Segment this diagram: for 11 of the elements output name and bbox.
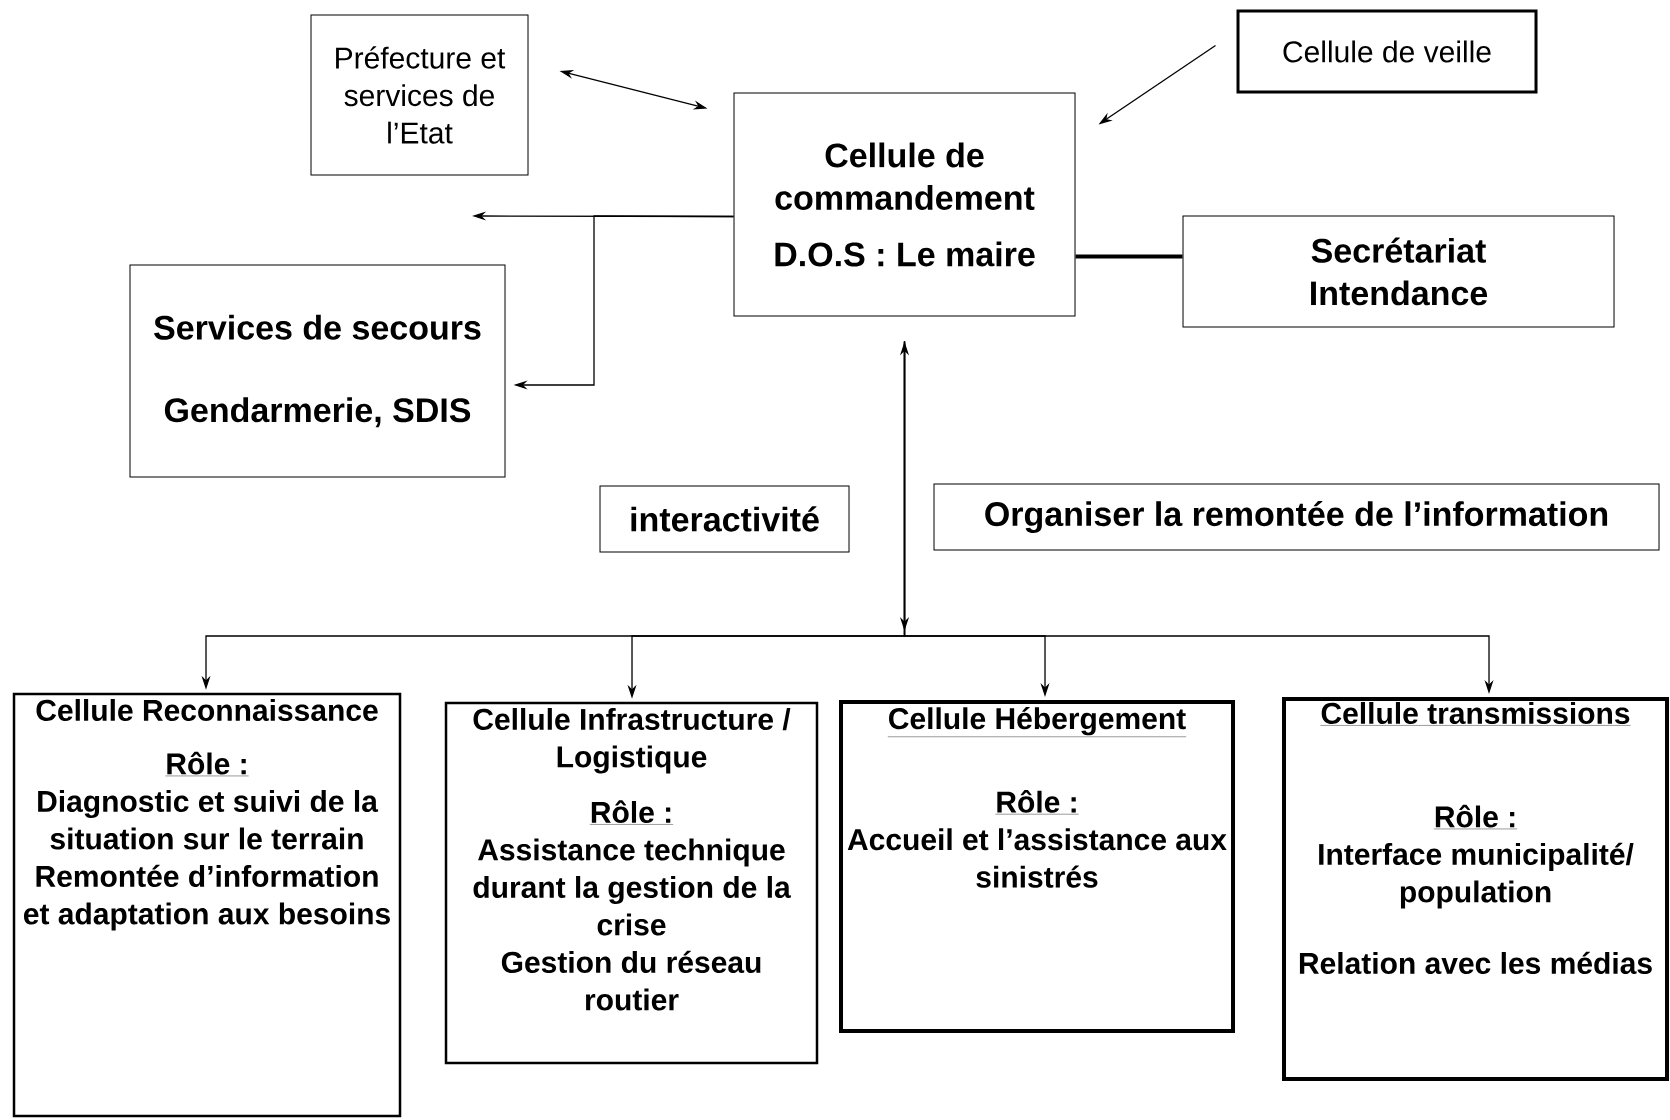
cell-box: Cellule Hébergement Rôle : Accueil et l’assistance aux sinistrés <box>839 700 1235 1033</box>
cell-box: Cellule Infrastructure / Logistique Rôle : Assistance technique durant la gestion de la crise Gestion du réseau routier <box>444 701 819 1065</box>
note-box: Organiser la remontée de l’information <box>933 483 1660 551</box>
cell-box: Cellule transmissions Rôle : Interface municipalité/ population Relation avec les médias <box>1282 697 1669 1081</box>
unit-box: Cellule de veille <box>1236 9 1538 94</box>
agency-box: Préfecture et services de l’Etat <box>310 14 529 176</box>
unit-box: Secrétariat Intendance <box>1182 215 1615 328</box>
cell-box: Cellule Reconnaissance Rôle : Diagnostic et suivi de la situation sur le terrain Remontée d’information et adaptation aux besoins <box>12 692 402 1118</box>
rescue-box: Services de secours Gendarmerie, SDIS <box>129 264 506 478</box>
command-box: Cellule de commandement D.O.S : Le maire <box>733 92 1076 317</box>
note-box: interactivité <box>599 485 850 553</box>
